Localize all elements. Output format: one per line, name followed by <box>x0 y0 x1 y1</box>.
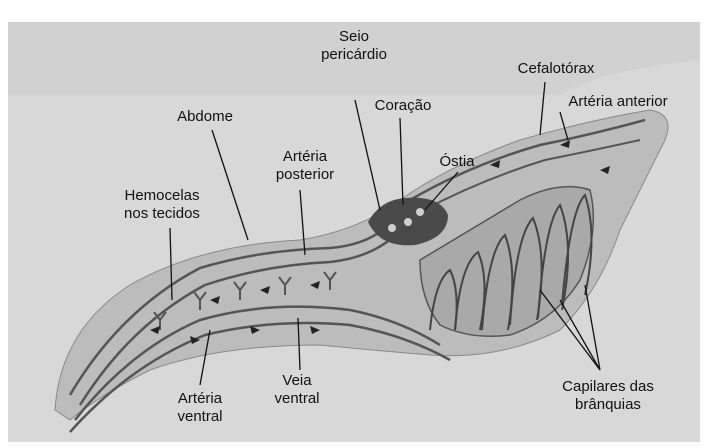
label-line: Artéria <box>265 148 345 166</box>
ostium-hole <box>388 224 396 232</box>
label-ostia: Óstia <box>432 153 482 171</box>
label-seio-pericardio: Seio pericárdio <box>318 28 390 64</box>
label-line: Abdome <box>165 108 245 126</box>
ostium-hole <box>404 218 412 226</box>
label-veia-ventral: Veia ventral <box>262 372 332 408</box>
label-line: Óstia <box>432 153 482 171</box>
label-cefalotorax: Cefalotórax <box>506 60 606 78</box>
label-line: Seio <box>318 28 390 46</box>
label-line: nos tecidos <box>112 205 212 223</box>
label-line: brânquias <box>548 396 668 414</box>
label-line: posterior <box>265 166 345 184</box>
label-line: Capilares das <box>548 378 668 396</box>
label-arteria-ventral: Artéria ventral <box>160 390 240 426</box>
label-line: pericárdio <box>318 46 390 64</box>
label-line: ventral <box>262 390 332 408</box>
label-line: Coração <box>368 97 438 115</box>
label-line: ventral <box>160 408 240 426</box>
label-line: Artéria <box>160 390 240 408</box>
label-line: Veia <box>262 372 332 390</box>
label-coracao: Coração <box>368 97 438 115</box>
label-line: Cefalotórax <box>506 60 606 78</box>
label-hemocelas: Hemocelas nos tecidos <box>112 187 212 223</box>
label-line: Artéria anterior <box>548 93 688 111</box>
label-abdome: Abdome <box>165 108 245 126</box>
label-line: Hemocelas <box>112 187 212 205</box>
label-capilares: Capilares das brânquias <box>548 378 668 414</box>
label-arteria-posterior: Artéria posterior <box>265 148 345 184</box>
label-arteria-anterior: Artéria anterior <box>548 93 688 111</box>
ostium-hole <box>416 208 424 216</box>
